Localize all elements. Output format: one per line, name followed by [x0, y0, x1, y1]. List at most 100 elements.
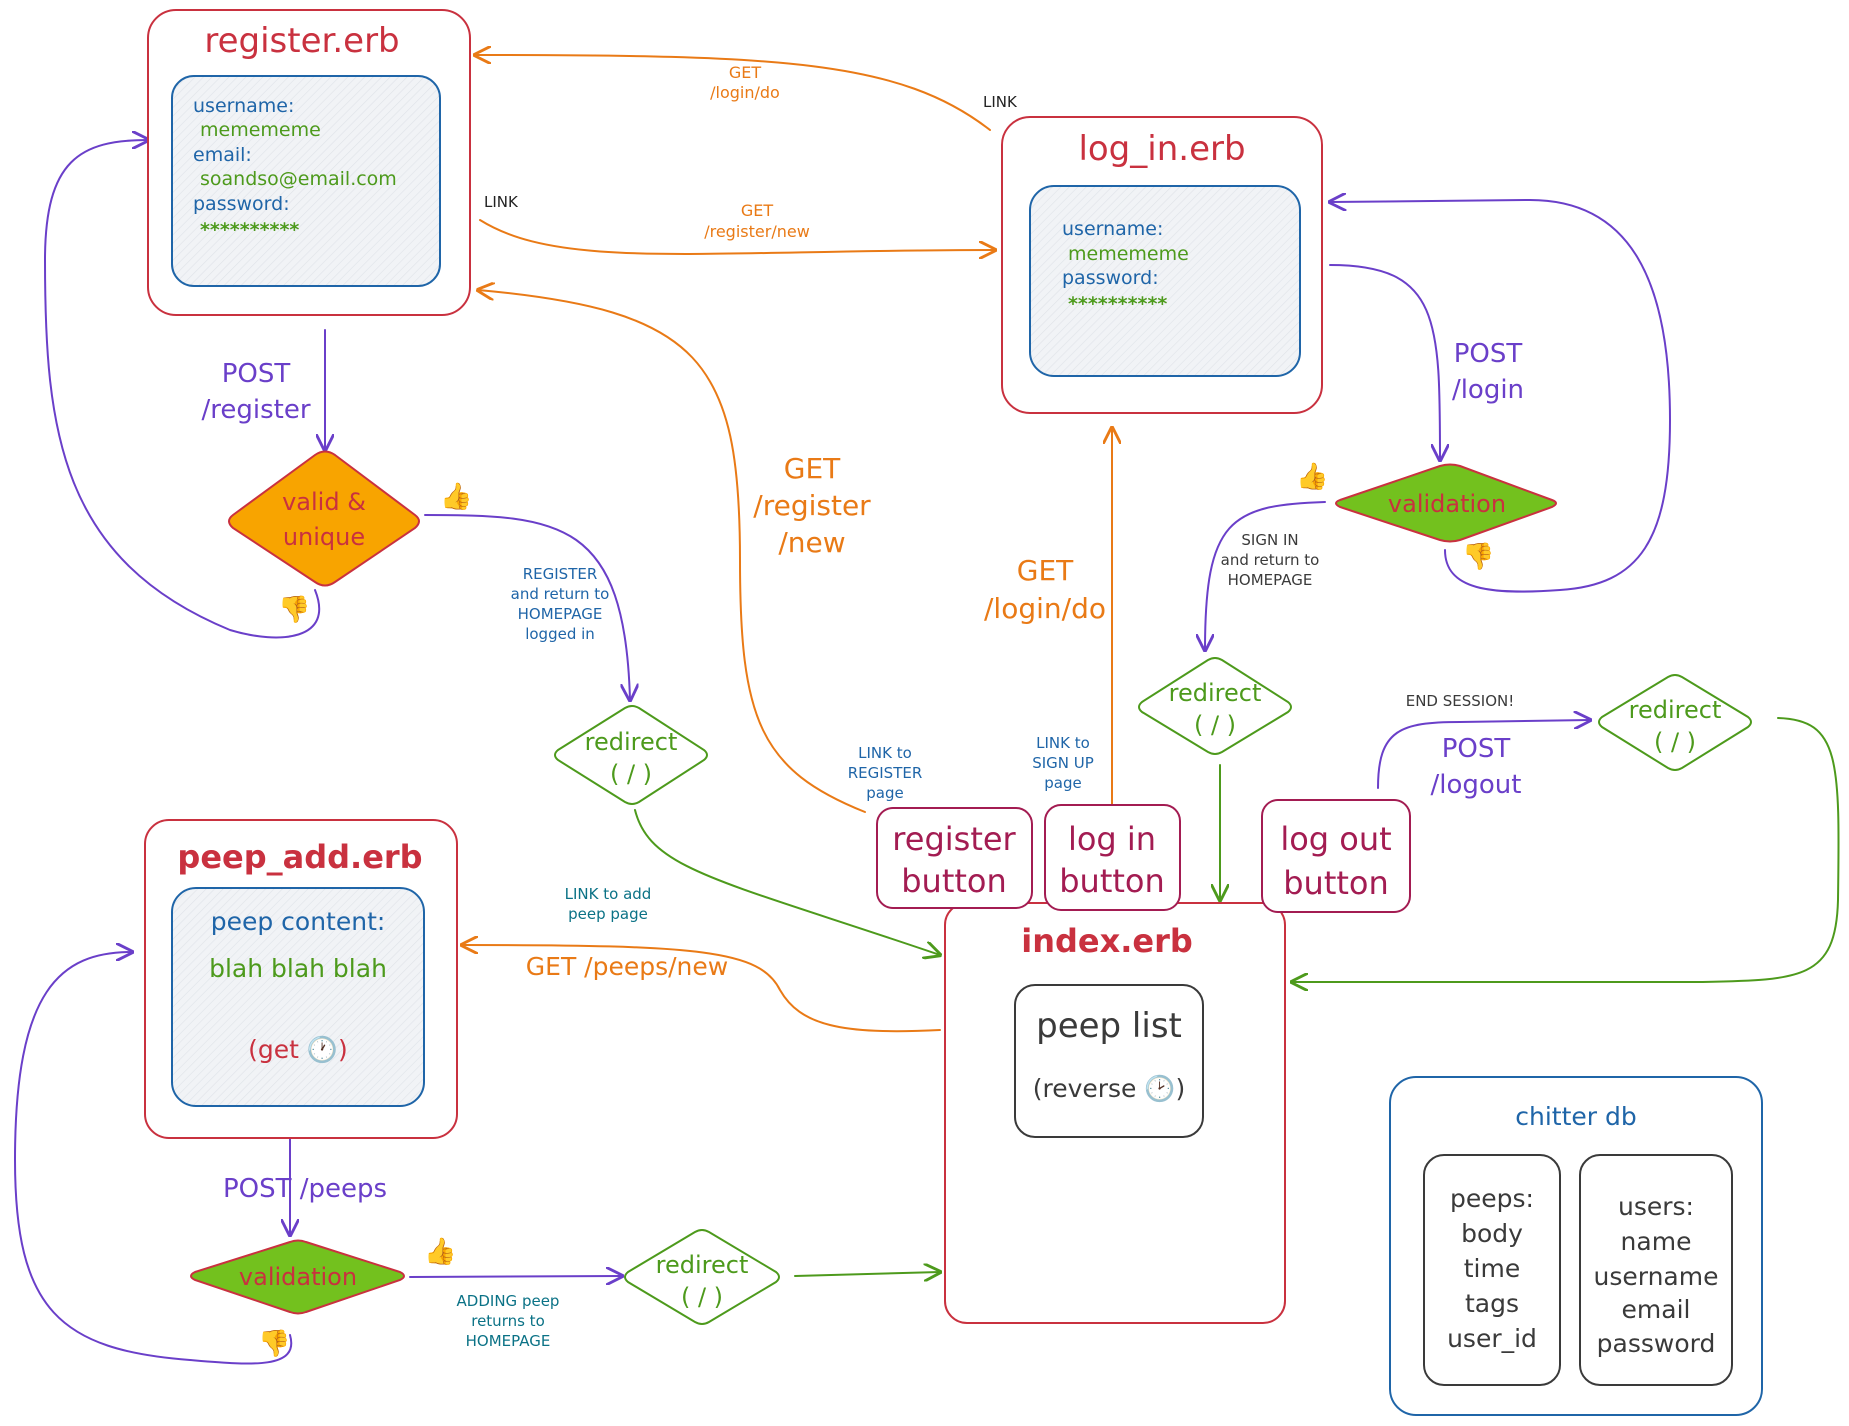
arrow-valid-fail-to-register	[43, 140, 321, 639]
register-button-frame[interactable]	[876, 807, 1033, 909]
db-users-field: username	[1594, 1262, 1719, 1291]
label-post-login: /login	[1452, 375, 1524, 405]
redirect-logout: redirect ( / )	[1598, 674, 1752, 771]
label-sign-in-return: HOMEPAGE	[1228, 571, 1313, 589]
label-get-register-small: /register/new	[704, 222, 810, 241]
label-get-login-small: GET	[729, 63, 762, 82]
arrow-login-to-validation	[1329, 264, 1440, 460]
peep-list-sub: (reverse 🕑)	[1033, 1074, 1186, 1103]
label-register-return: HOMEPAGE	[518, 605, 603, 623]
valid-unique-label: unique	[283, 523, 365, 551]
valid-unique-decision: valid & unique	[228, 450, 420, 587]
label-post-register: /register	[201, 395, 310, 425]
label-adding-peep: ADDING peep	[457, 1292, 560, 1310]
index-page: index.erb peep list (reverse 🕑)	[944, 902, 1286, 1324]
login-password-value: **********	[1068, 293, 1167, 315]
peep-add-content-value: blah blah blah	[209, 954, 387, 983]
arrow-redirect-register-to-index	[634, 809, 940, 955]
register-button-label: button	[901, 862, 1007, 900]
label-post-logout: POST	[1442, 734, 1511, 764]
valid-unique-label: valid &	[282, 488, 366, 516]
label-link-register-page: REGISTER	[848, 764, 923, 782]
login-page: log_in.erb username: memememe password: …	[1001, 116, 1323, 414]
label-post-peeps: POST /peeps	[223, 1174, 387, 1204]
register-button[interactable]: register button	[876, 807, 1033, 909]
label-get-peeps-new: GET /peeps/new	[526, 952, 728, 981]
redirect-diamond	[1138, 657, 1292, 755]
login-validation-label: validation	[1388, 490, 1506, 518]
db-title: chitter db	[1515, 1102, 1636, 1131]
index-title: index.erb	[1021, 922, 1193, 960]
label-get-register-big: /new	[778, 526, 845, 559]
thumbs-up-icon: 👍	[440, 481, 472, 512]
redirect-label: redirect	[1169, 679, 1262, 707]
redirect-label: redirect	[1629, 696, 1722, 724]
redirect-label: redirect	[656, 1251, 749, 1279]
redirect-label: redirect	[585, 728, 678, 756]
peep-add-get-label: (get 🕐)	[248, 1035, 348, 1064]
peep-validation-diamond	[190, 1239, 405, 1315]
valid-unique-diamond	[228, 450, 420, 587]
label-sign-in-return: SIGN IN	[1241, 531, 1298, 549]
register-password-value: **********	[200, 219, 299, 241]
label-post-register: POST	[222, 359, 291, 389]
label-sign-in-return: and return to	[1221, 551, 1320, 569]
arrow-index-to-peep-add	[462, 945, 941, 1033]
login-button-frame[interactable]	[1044, 804, 1181, 911]
label-link-mid: LINK	[484, 193, 519, 211]
thumbs-down-icon: 👎	[258, 1329, 290, 1359]
db-peeps-field: body	[1461, 1219, 1523, 1248]
db-peeps-field: user_id	[1447, 1324, 1537, 1353]
logout-button-frame[interactable]	[1261, 799, 1411, 913]
thumbs-up-icon: 👍	[1296, 461, 1328, 492]
register-title: register.erb	[204, 21, 399, 61]
register-form	[171, 75, 441, 287]
redirect-label: ( / )	[1654, 728, 1696, 756]
peep-add-content-label: peep content:	[211, 907, 386, 936]
redirect-diamond	[1598, 674, 1752, 771]
login-button-label: log in	[1068, 820, 1156, 858]
register-username-value: memememe	[200, 119, 321, 141]
label-end-session: END SESSION!	[1406, 692, 1515, 710]
arrow-valid-ok-to-redirect	[424, 514, 630, 700]
login-form	[1029, 185, 1301, 377]
thumbs-up-icon: 👍	[424, 1236, 456, 1267]
label-link-top: LINK	[983, 93, 1018, 111]
login-button-label: button	[1059, 862, 1165, 900]
label-get-register-big: GET	[784, 452, 841, 485]
label-link-register-page: page	[866, 784, 903, 802]
login-validation-diamond	[1335, 463, 1557, 543]
redirect-label: ( / )	[610, 760, 652, 788]
arrow-register-button-to-register	[478, 290, 866, 813]
login-username-label: username:	[1062, 218, 1163, 240]
db-users-field: name	[1621, 1227, 1692, 1256]
label-link-signup-page: LINK to	[1036, 734, 1090, 752]
login-button[interactable]: log in button	[1044, 804, 1181, 911]
arrow-redirect-peep-to-index	[794, 1272, 940, 1276]
db-users-field: email	[1622, 1295, 1691, 1324]
db-peeps-field: time	[1464, 1254, 1520, 1283]
register-username-label: username:	[193, 95, 294, 117]
login-username-value: memememe	[1068, 243, 1189, 265]
redirect-login: redirect ( / )	[1138, 657, 1292, 755]
logout-button-label: button	[1283, 864, 1389, 902]
peep-add-form	[171, 887, 425, 1107]
db-users-field: users:	[1618, 1192, 1694, 1221]
label-link-add-peep: peep page	[568, 905, 648, 923]
label-register-return: and return to	[511, 585, 610, 603]
register-email-value: soandso@email.com	[200, 168, 397, 190]
thumbs-down-icon: 👎	[1462, 542, 1494, 572]
label-link-signup-page: page	[1044, 774, 1081, 792]
arrow-peep-validation-fail	[13, 952, 293, 1365]
logout-button[interactable]: log out button	[1261, 799, 1411, 913]
label-register-return: logged in	[525, 625, 595, 643]
arrow-login-to-register	[475, 55, 991, 131]
login-password-label: password:	[1062, 267, 1159, 289]
arrow-redirect-logout-to-index	[1292, 717, 1840, 982]
redirect-diamond	[554, 705, 708, 805]
redirect-label: ( / )	[1194, 711, 1236, 739]
chitter-db: chitter db peeps: body time tags user_id…	[1389, 1076, 1763, 1416]
arrow-logout-to-redirect	[1377, 720, 1590, 789]
register-page: register.erb username: memememe email: s…	[147, 9, 471, 316]
